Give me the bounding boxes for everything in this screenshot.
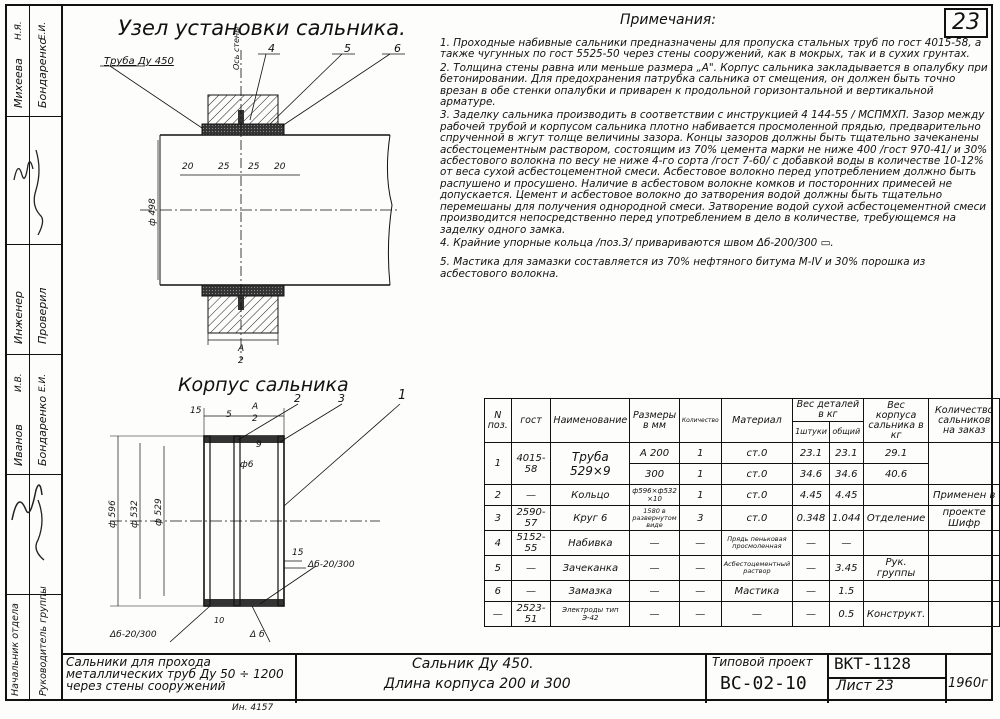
tb-project-label: Типовой проект	[712, 655, 813, 669]
th-size: Размеры в мм	[629, 398, 680, 443]
drawing1-gland-assembly	[100, 50, 405, 360]
dim-25a: 25	[218, 162, 230, 172]
inventory-number: Ин. 4157	[232, 703, 274, 713]
callout-1: 1	[398, 388, 407, 403]
dim-d532: ф 532	[130, 500, 140, 528]
drawing2-gland-body	[110, 403, 401, 643]
top-dim-5: 5	[226, 410, 232, 420]
top-dim-a: A	[252, 402, 259, 412]
note-3: 3. Заделку сальника производить в соотве…	[440, 109, 988, 236]
note-4: 4. Крайние упорные кольца /поз.3/ привар…	[440, 236, 834, 249]
section-a: A	[238, 344, 245, 354]
label-wall-axis: Ось стены	[232, 26, 241, 70]
weld-note-3: Δ б	[250, 630, 265, 640]
note-1: 1. Проходные набивные сальники предназна…	[440, 37, 982, 61]
signatures	[11, 149, 45, 561]
th-name: Наименование	[550, 398, 631, 443]
table-row: 300 1 ст.0 34.6 34.6 40.6	[485, 463, 1000, 485]
th-order-qty: Количество сальников на заказ	[928, 398, 1000, 443]
title-block	[63, 653, 993, 703]
note-2: 2. Толщина стены равна или меньше размер…	[440, 61, 988, 109]
top-dim-half: 2	[252, 414, 258, 424]
sheet-corner-number: 23	[944, 8, 988, 38]
dim-d9: 9	[256, 440, 262, 450]
stamp-role-2: Е.И.	[38, 21, 48, 40]
dim-d498: ф 498	[148, 198, 158, 226]
tb-title-1: Сальник Ду 450.	[412, 656, 534, 672]
dim-25b: 25	[248, 162, 260, 172]
th-weight-total: общий	[828, 421, 864, 443]
th-pos: N поз.	[484, 398, 512, 443]
weld-note-1: Δб-20/300	[308, 560, 355, 570]
stamp-role-6: Начальник отдела	[10, 603, 21, 696]
dim-d6: ф6	[240, 460, 254, 470]
dim-10: 10	[214, 616, 225, 625]
callout-5: 5	[344, 42, 351, 55]
dim-d596: ф 596	[108, 500, 118, 528]
drawing1-title: Узел установки сальника.	[118, 16, 406, 40]
dim-20b: 20	[274, 162, 286, 172]
top-dim-15: 15	[190, 406, 202, 416]
th-body-weight: Вес корпуса сальника в кг	[862, 398, 930, 443]
notes: 1. Проходные набивные сальники предназна…	[440, 37, 988, 282]
tb-sheet: Лист 23	[836, 678, 894, 694]
tb-project-code: ВС-02-10	[720, 673, 807, 694]
section-a-half: 2	[238, 356, 244, 366]
tb-year: 1960г	[948, 676, 988, 691]
table-row: 6— Замазка— —Мастика —1.5	[484, 580, 1000, 602]
table-row: —2523-51 Электроды тип Э-42— —— —0.5 Кон…	[484, 601, 1000, 627]
stamp-role-1: Н.Я.	[14, 21, 24, 40]
callout-3: 3	[338, 392, 345, 405]
dim-d529: ф 529	[154, 498, 164, 526]
stamp-name-2: Бондаренко	[36, 37, 49, 108]
callout-4: 4	[268, 42, 275, 55]
tb-description: Сальники для прохода металлических труб …	[66, 655, 284, 693]
drawing2-title: Корпус сальника	[178, 374, 349, 396]
stamp-name-1: Михеева	[12, 58, 25, 108]
dim-20a: 20	[182, 162, 194, 172]
sheet-frame	[5, 4, 993, 701]
dim-15: 15	[292, 548, 304, 558]
notes-title: Примечания:	[620, 12, 716, 28]
table-row: 5— Зачеканка— —Асбестоцементный раствор …	[484, 555, 1000, 581]
left-stamp-column	[5, 4, 63, 701]
th-weight-unit: 1штуки	[792, 421, 830, 443]
note-5: 5. Мастика для замазки составляется из 7…	[440, 256, 926, 280]
stamp-name-6: Руководитель группы	[38, 586, 49, 696]
callout-6: 6	[394, 42, 401, 55]
th-gost: гост	[510, 398, 552, 443]
spec-table: N поз. гост Наименование Размеры в мм Ко…	[484, 398, 1000, 627]
th-material: Материал	[720, 398, 794, 443]
tb-title-2: Длина корпуса 200 и 300	[384, 676, 571, 692]
th-weight: Вес деталей в кг	[792, 398, 864, 422]
label-pipe: Труба Ду 450	[104, 56, 174, 67]
th-qty: Количество	[678, 398, 722, 443]
weld-note-2: Δб-20/300	[110, 630, 157, 640]
callout-2: 2	[294, 392, 301, 405]
tb-series: ВКТ-1128	[834, 654, 912, 673]
table-row: 1 4015-58 Труба 529×9 А 200 1 ст.0 23.1 …	[484, 442, 1000, 485]
